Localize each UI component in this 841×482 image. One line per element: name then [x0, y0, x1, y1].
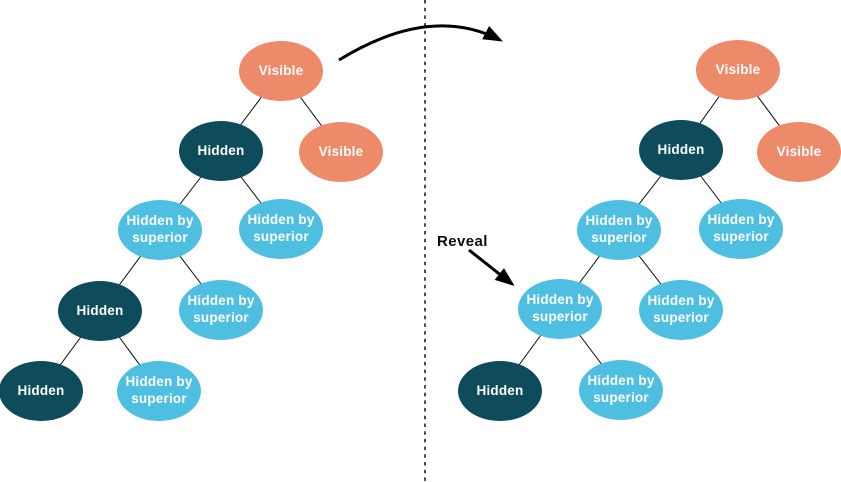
tree-node-before-hidden-by-superior: Hidden by superior [179, 280, 263, 340]
tree-node-before-visible: Visible [299, 122, 383, 182]
tree-node-before-hidden: Hidden [58, 281, 142, 341]
tree-node-after-hidden-by-superior: Hidden by superior [579, 360, 663, 420]
tree-node-after-hidden: Hidden [639, 120, 723, 180]
tree-node-after-hidden-by-superior-revealed: Hidden by superior [518, 279, 602, 339]
tree-node-after-hidden-by-superior: Hidden by superior [639, 280, 723, 340]
tree-node-after-visible: Visible [757, 122, 841, 182]
tree-node-before-hidden: Hidden [179, 121, 263, 181]
transform-arrow [338, 24, 503, 62]
tree-node-after-visible: Visible [696, 40, 780, 100]
tree-node-after-hidden-by-superior: Hidden by superior [577, 200, 661, 260]
tree-node-after-hidden-by-superior: Hidden by superior [699, 199, 783, 259]
tree-node-before-visible: Visible [239, 41, 323, 101]
tree-node-before-hidden-by-superior: Hidden by superior [117, 361, 201, 421]
tree-node-before-hidden: Hidden [0, 361, 83, 421]
tree-node-before-hidden-by-superior: Hidden by superior [239, 199, 323, 259]
reveal-arrow [468, 248, 515, 287]
tree-node-before-hidden-by-superior: Hidden by superior [118, 200, 202, 260]
tree-node-after-hidden: Hidden [458, 361, 542, 421]
reveal-label: Reveal [437, 233, 488, 250]
